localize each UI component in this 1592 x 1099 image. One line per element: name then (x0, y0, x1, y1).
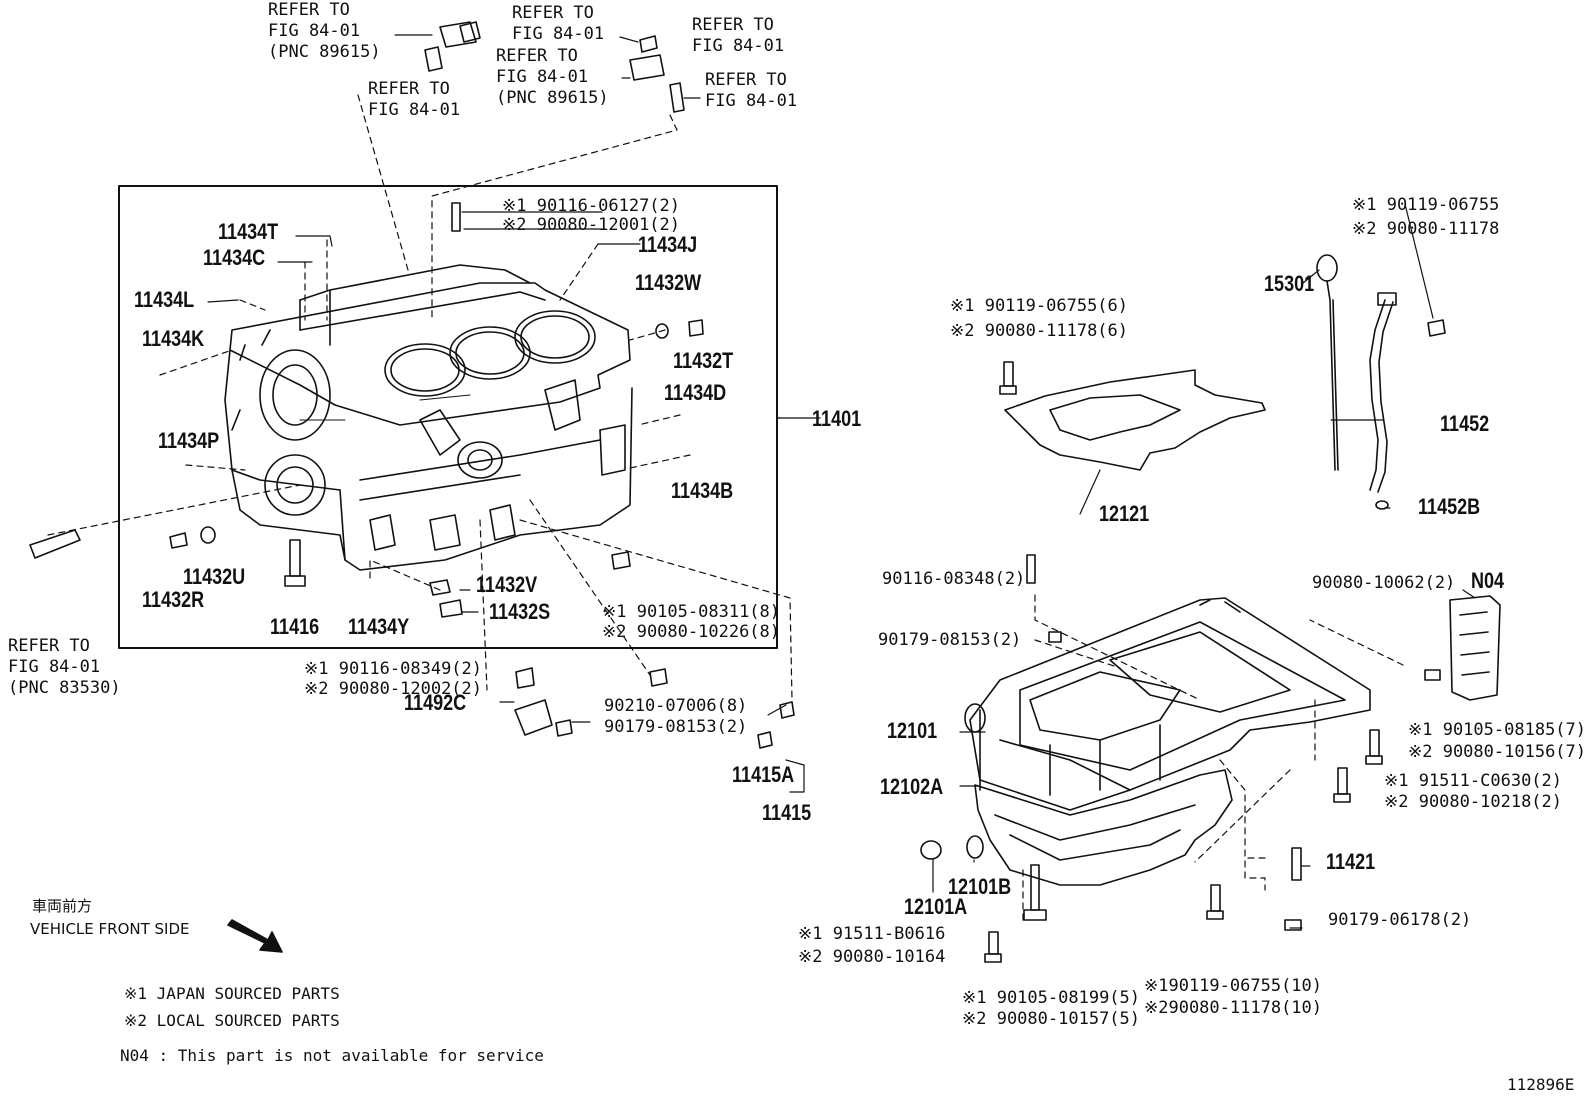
dipstick (1316, 254, 1339, 471)
oil-pan-upper (964, 597, 1371, 811)
callout-gauge-1: ※1 90119-06755 (1352, 195, 1500, 215)
part-11434Y: 11434Y (348, 614, 410, 639)
dipstick-guide (1369, 292, 1397, 493)
part-15301: 15301 (1264, 271, 1315, 296)
callout-stud-2-2: ※2 90080-12002(2) (304, 679, 483, 699)
note-japan-sourced: ※1 JAPAN SOURCED PARTS (124, 984, 340, 1003)
callout-stud-top-1: ※1 90116-06127(2) (502, 196, 681, 216)
callout-bot-left-1: ※1 91511-B0616 (798, 924, 946, 944)
part-11401: 11401 (812, 406, 862, 431)
front-label-en: VEHICLE FRONT SIDE (30, 920, 190, 938)
part-11492C: 11492C (404, 690, 467, 715)
callout-bot-mid-1: ※1 90105-08199(5) (962, 988, 1141, 1008)
part-11434B: 11434B (671, 478, 734, 503)
callout-bot-left-2: ※2 90080-10164 (798, 947, 946, 967)
part-12102A: 12102A (880, 774, 944, 799)
callout-90179-b: 90179-08153(2) (878, 630, 1022, 650)
callout-bot-right-2: ※290080-11178(10) (1144, 998, 1323, 1018)
part-11415: 11415 (762, 800, 812, 825)
part-12101: 12101 (887, 718, 938, 743)
callout-stud-2-1: ※1 90116-08349(2) (304, 659, 483, 679)
part-11421: 11421 (1326, 849, 1376, 874)
part-11452B: 11452B (1418, 494, 1481, 519)
part-11432W: 11432W (635, 270, 702, 295)
part-12101A: 12101A (904, 894, 968, 919)
oil-pan-lower (974, 769, 1233, 886)
part-11434J: 11434J (638, 232, 698, 257)
callout-pan-2-2: ※2 90080-10218(2) (1384, 792, 1563, 812)
note-n04: N04 : This part is not available for ser… (120, 1046, 544, 1065)
callout-90179-a: 90179-08153(2) (604, 717, 748, 737)
oil-baffle (1004, 369, 1266, 471)
part-11416: 11416 (270, 614, 320, 639)
figure-id: 112896E (1507, 1075, 1575, 1094)
callout-pan-2-1: ※1 91511-C0630(2) (1384, 771, 1563, 791)
callout-pan-7-2: ※2 90080-10156(7) (1408, 742, 1587, 762)
callout-stud-top-2: ※2 90080-12001(2) (502, 215, 681, 235)
part-11432V: 11432V (476, 572, 538, 597)
callout-bolt-8-1: ※1 90105-08311(8) (602, 602, 781, 622)
part-11432R: 11432R (142, 587, 205, 612)
front-arrow (227, 919, 283, 953)
callout-bolt-8-2: ※2 90080-10226(8) (602, 622, 781, 642)
part-11434T: 11434T (218, 219, 279, 244)
part-11434D: 11434D (664, 380, 727, 405)
callout-90116-08348: 90116-08348(2) (882, 569, 1026, 589)
callout-90080-10062: 90080-10062(2) (1312, 573, 1456, 593)
engine-block (224, 264, 633, 571)
front-label-jp: 車両前方 (32, 897, 93, 915)
callout-bot-mid-2: ※2 90080-10157(5) (962, 1009, 1141, 1029)
part-N04: N04 (1471, 568, 1505, 593)
callout-pan-7-1: ※1 90105-08185(7) (1408, 720, 1587, 740)
callout-90210: 90210-07006(8) (604, 696, 748, 716)
callout-baffle-1: ※1 90119-06755(6) (950, 296, 1129, 316)
callout-bot-right-1: ※190119-06755(10) (1144, 976, 1323, 996)
fasteners (29, 21, 1446, 963)
part-12101B: 12101B (948, 874, 1012, 899)
part-11434P: 11434P (158, 428, 220, 453)
part-11432S: 11432S (489, 599, 551, 624)
part-11432T: 11432T (673, 348, 734, 373)
part-11452: 11452 (1440, 411, 1490, 436)
part-11434L: 11434L (134, 287, 195, 312)
part-11432U: 11432U (183, 564, 246, 589)
part-11434C: 11434C (203, 245, 266, 270)
callout-gauge-2: ※2 90080-11178 (1352, 219, 1500, 239)
callout-90179-06178: 90179-06178(2) (1328, 910, 1472, 930)
part-11415A: 11415A (732, 762, 795, 787)
note-local-sourced: ※2 LOCAL SOURCED PARTS (124, 1011, 340, 1030)
part-12121: 12121 (1099, 501, 1150, 526)
n04-plate (1449, 595, 1501, 701)
engine-block-frame (118, 185, 778, 649)
part-11434K: 11434K (142, 326, 205, 351)
callout-baffle-2: ※2 90080-11178(6) (950, 321, 1129, 341)
